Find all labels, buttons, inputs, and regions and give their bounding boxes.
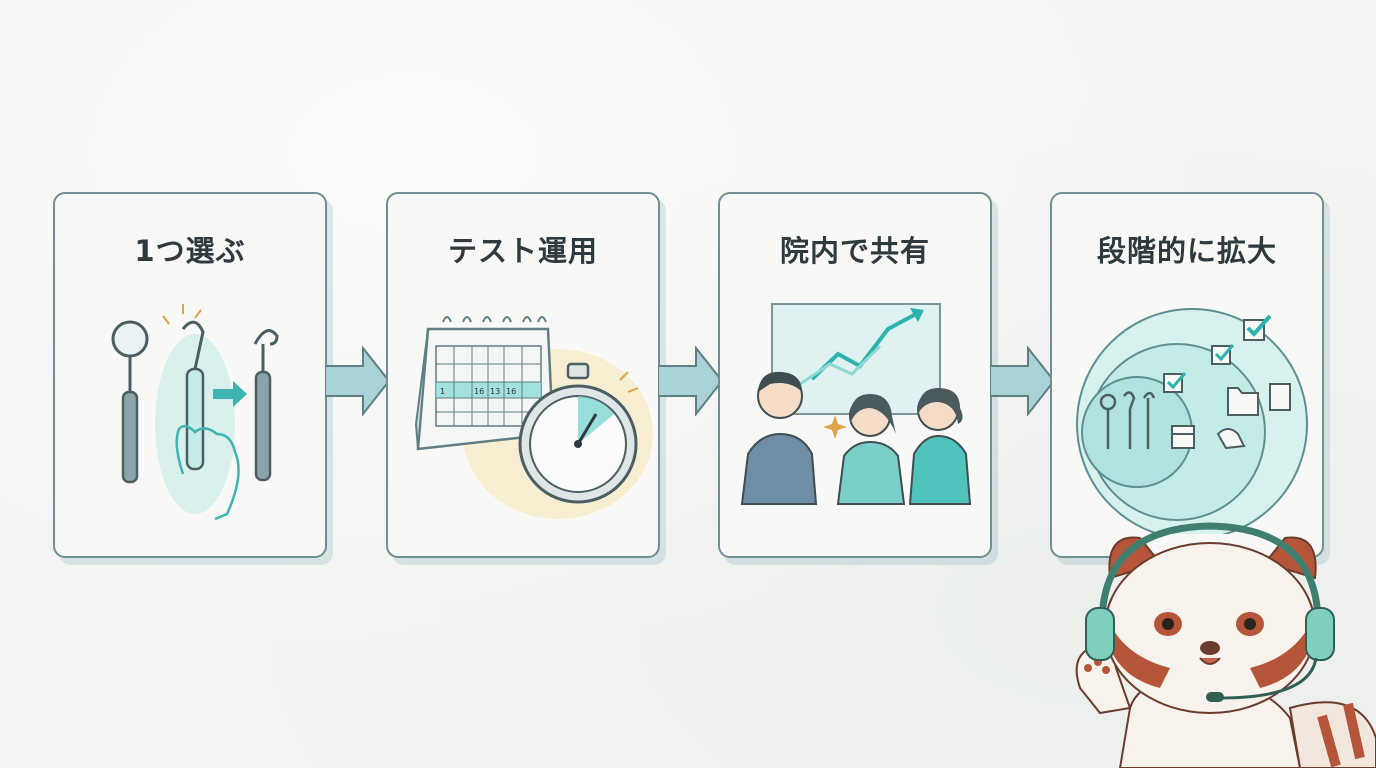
arrow-right-icon	[213, 381, 247, 407]
dental-chair-icon	[1216, 428, 1246, 450]
step-title-4: 段階的に拡大	[1096, 234, 1277, 268]
expansion-circles-illustration	[1076, 308, 1308, 534]
step-card-2: テスト運用 1 16 13 16	[386, 192, 660, 558]
dental-scaler-icon	[253, 329, 279, 482]
dental-tools-illustration	[111, 304, 279, 521]
calendar-small-icon	[1171, 425, 1195, 449]
step-title-1: 1つ選ぶ	[134, 234, 246, 268]
headset-icon	[1085, 522, 1335, 702]
step-title-2: テスト運用	[447, 234, 598, 268]
step-card-3: 院内で共有	[718, 192, 992, 558]
clipboard-icon	[1269, 383, 1291, 411]
staff-female-avatar-1	[836, 394, 906, 505]
staff-male-avatar	[740, 371, 818, 505]
calendar-icon: 1 16 13 16	[414, 316, 555, 451]
calendar-day-2: 16	[474, 387, 484, 396]
dental-explorer-icon-selected	[162, 304, 205, 471]
flow-arrow-3	[990, 346, 1056, 416]
folder-icon	[1227, 387, 1259, 416]
staff-female-avatar-2	[908, 388, 972, 505]
flow-arrow-1	[325, 346, 391, 416]
hand-icon	[175, 424, 240, 521]
flow-arrow-2	[658, 346, 724, 416]
stopwatch-icon	[518, 362, 639, 504]
dental-mirror-icon	[111, 320, 149, 484]
checkbox-icon-2	[1211, 344, 1235, 365]
checkbox-icon-1	[1163, 372, 1187, 393]
dental-tools-small-icon	[1099, 391, 1156, 449]
checkbox-icon-3-highlighted	[1243, 314, 1272, 341]
step-card-4: 段階的に拡大	[1050, 192, 1324, 558]
calendar-day-4: 16	[506, 387, 516, 396]
team-sharing-illustration	[740, 303, 972, 505]
red-panda-mascot	[1075, 522, 1376, 768]
sparkle-icon	[823, 415, 847, 439]
step-card-1: 1つ選ぶ	[53, 192, 327, 558]
calendar-day-3: 13	[490, 387, 500, 396]
calendar-day-1: 1	[440, 387, 445, 396]
calendar-stopwatch-illustration: 1 16 13 16	[414, 316, 653, 519]
step-title-3: 院内で共有	[779, 234, 930, 268]
